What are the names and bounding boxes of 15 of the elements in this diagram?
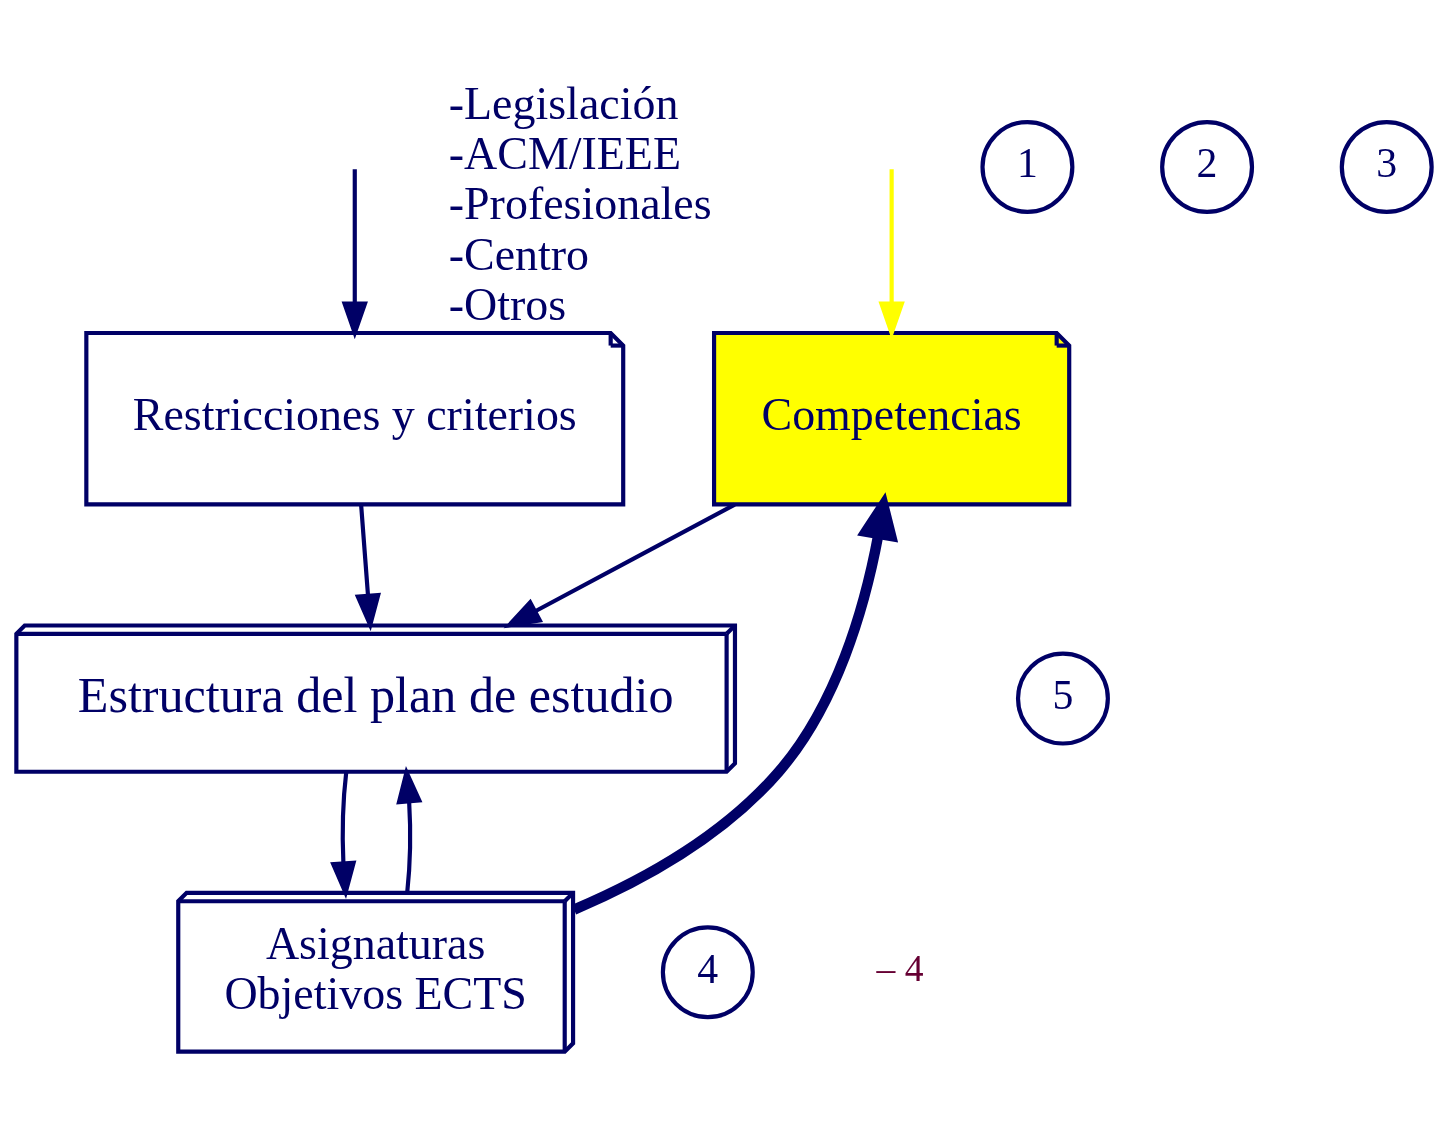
arrow xyxy=(396,765,423,893)
node-circle: 2 xyxy=(1160,119,1255,214)
node-label: -Profesionales xyxy=(448,177,712,229)
arrow xyxy=(572,491,899,914)
node-label: -Otros xyxy=(448,278,567,330)
node-circle: 4 xyxy=(660,924,755,1019)
arrow xyxy=(330,771,357,899)
node-circle: 3 xyxy=(1339,119,1434,214)
arrow xyxy=(354,504,381,631)
arrow xyxy=(341,168,368,339)
node-circle: 5 xyxy=(1015,651,1110,746)
node-circle: 1 xyxy=(980,119,1075,214)
node-label: -Legislación xyxy=(448,77,679,129)
node-label: -Centro xyxy=(448,228,590,280)
label: – 4 xyxy=(876,946,924,989)
